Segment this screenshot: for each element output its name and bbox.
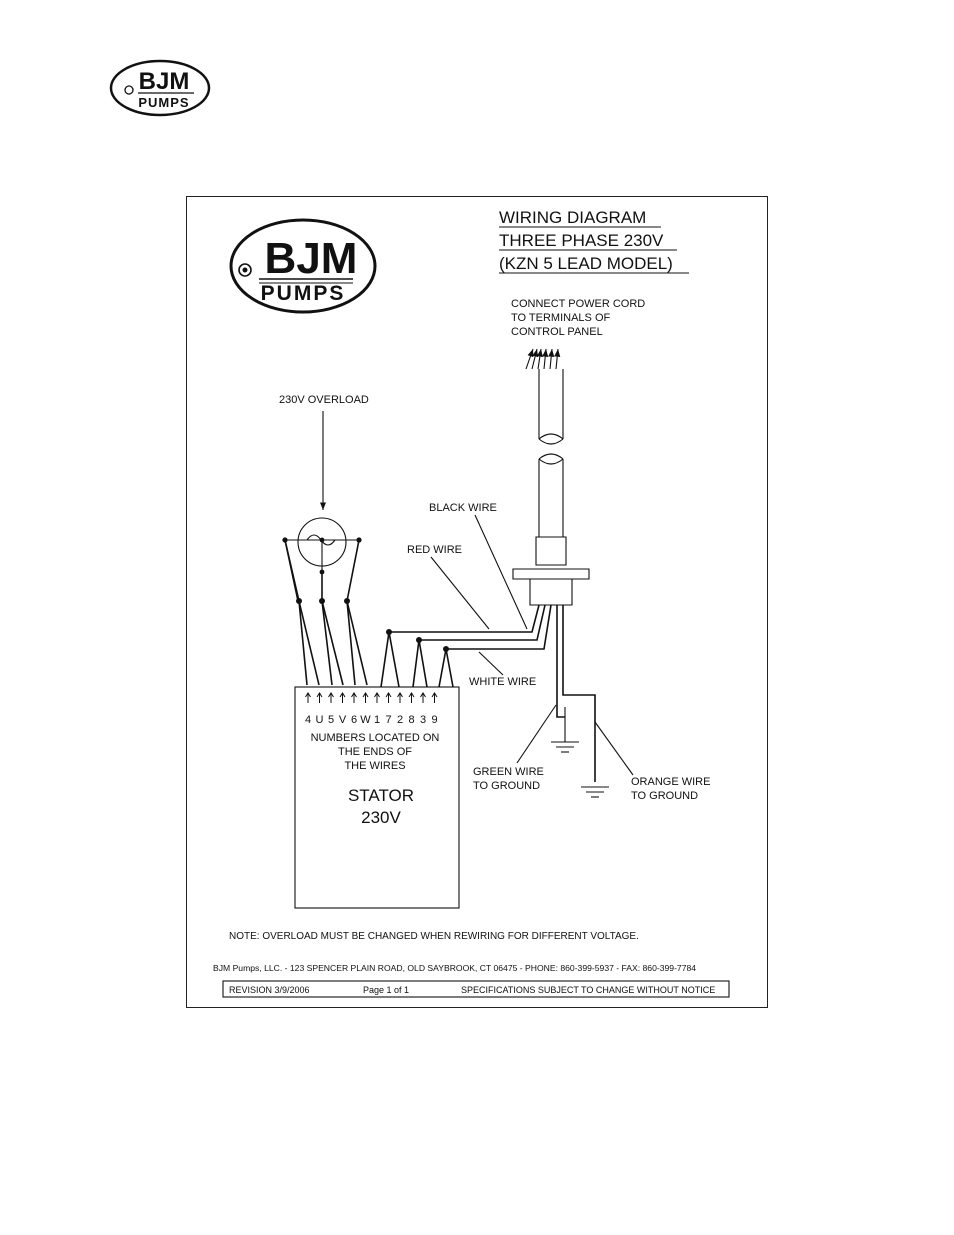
terminal-arrow: [305, 692, 311, 703]
page-logo-pumps: PUMPS: [138, 95, 189, 110]
company-address: BJM Pumps, LLC. - 123 SPENCER PLAIN ROAD…: [213, 963, 696, 973]
numbers-note-1: NUMBERS LOCATED ON: [311, 732, 440, 744]
terminal-arrow: [431, 692, 438, 703]
wiring-diagram: BJM PUMPS WIRING DIAGRAM THREE PHASE 230…: [213, 208, 730, 998]
power-cord-label-2: TO TERMINALS OF: [511, 312, 611, 324]
diagram-title: WIRING DIAGRAM THREE PHASE 230V (KZN 5 L…: [499, 208, 689, 274]
black-wire-label: BLACK WIRE: [429, 502, 497, 514]
terminal-label: W: [360, 714, 371, 726]
power-cord-label-3: CONTROL PANEL: [511, 326, 603, 338]
voltage-note: NOTE: OVERLOAD MUST BE CHANGED WHEN REWI…: [229, 931, 639, 942]
page-logo-bjm: BJM: [139, 68, 190, 95]
title-line-3: (KZN 5 LEAD MODEL): [499, 254, 673, 273]
power-leads: [380, 604, 596, 782]
footer-spec: SPECIFICATIONS SUBJECT TO CHANGE WITHOUT…: [461, 985, 715, 995]
ground-symbol-green: [551, 707, 579, 753]
terminal-arrow: [328, 692, 334, 703]
overload-label: 230V OVERLOAD: [279, 394, 369, 406]
terminal-label: 9: [431, 714, 437, 726]
terminal-arrow: [408, 692, 415, 703]
page-logo: BJM PUMPS: [109, 59, 211, 117]
terminal-arrow: [420, 692, 426, 703]
orange-wire-label-2: TO GROUND: [631, 790, 698, 802]
wiring-diagram-sheet: BJM PUMPS WIRING DIAGRAM THREE PHASE 230…: [186, 196, 768, 1008]
terminal-arrow: [316, 692, 323, 703]
white-wire-label: WHITE WIRE: [469, 676, 536, 688]
terminal-arrow: [362, 692, 369, 703]
terminal-label: 5: [328, 714, 334, 726]
terminal-label: 6: [351, 714, 357, 726]
terminal-label: 3: [420, 714, 426, 726]
logo-bjm-text: BJM: [265, 234, 358, 283]
terminal-label: 1: [374, 714, 380, 726]
terminal-arrow: [374, 692, 380, 703]
terminal-label: U: [316, 714, 324, 726]
stator-label-2: 230V: [361, 808, 401, 827]
footer-revision: REVISION 3/9/2006: [229, 985, 310, 995]
red-wire-label: RED WIRE: [407, 544, 462, 556]
terminal-arrow: [385, 692, 392, 703]
orange-wire-label-1: ORANGE WIRE: [631, 776, 710, 788]
numbers-note-3: THE WIRES: [344, 760, 405, 772]
terminal-arrow: [351, 692, 357, 703]
terminal-arrow: [397, 692, 403, 703]
green-wire-label-2: TO GROUND: [473, 780, 540, 792]
footer-page: Page 1 of 1: [363, 985, 409, 995]
terminal-label: 2: [397, 714, 403, 726]
terminal-arrow: [339, 692, 346, 703]
terminal-label: V: [339, 714, 347, 726]
overload-device: [282, 517, 362, 575]
green-wire-label-1: GREEN WIRE: [473, 766, 544, 778]
bjm-logo: BJM PUMPS: [229, 218, 377, 314]
numbers-note-2: THE ENDS OF: [338, 746, 412, 758]
title-line-1: WIRING DIAGRAM: [499, 208, 646, 227]
terminal-label: 7: [385, 714, 391, 726]
stator-label-1: STATOR: [348, 786, 414, 805]
terminal-label: 4: [305, 714, 311, 726]
power-cord: [512, 348, 590, 606]
footer-box: [222, 980, 730, 998]
ground-symbol-orange: [581, 786, 609, 798]
overload-leads: [284, 539, 368, 686]
power-cord-label-1: CONNECT POWER CORD: [511, 298, 645, 310]
title-line-2: THREE PHASE 230V: [499, 231, 664, 250]
logo-pumps-text: PUMPS: [261, 282, 346, 305]
stator-box: [294, 686, 460, 909]
terminal-label: 8: [408, 714, 414, 726]
